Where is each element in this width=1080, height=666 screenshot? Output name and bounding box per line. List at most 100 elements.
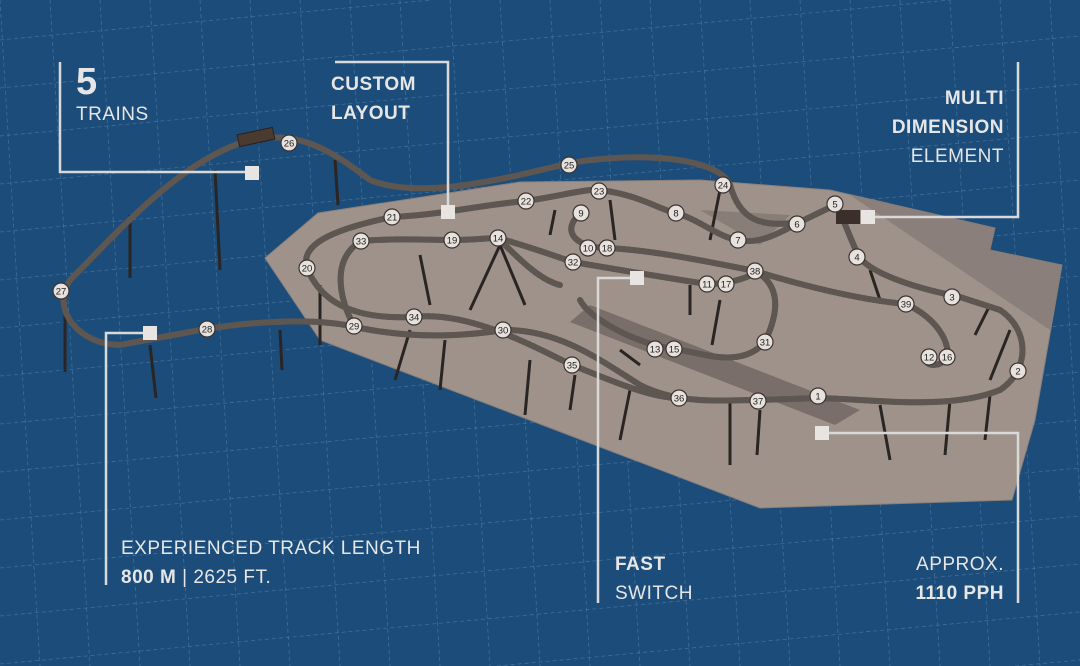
marker-10: 10 (579, 239, 597, 257)
marker-20: 20 (298, 259, 316, 277)
marker-23: 23 (590, 182, 608, 200)
support-column (943, 399, 952, 456)
marker-number: 31 (760, 338, 771, 349)
marker-9: 9 (572, 204, 590, 222)
marker-18: 18 (598, 239, 616, 257)
marker-number: 23 (594, 187, 605, 198)
layout-line1: CUSTOM (331, 74, 416, 95)
support-column (710, 299, 722, 346)
marker-16: 16 (938, 348, 956, 366)
marker-number: 35 (567, 361, 578, 372)
grid-line (0, 35, 1080, 137)
support-column (618, 389, 632, 441)
marker-number: 7 (735, 236, 740, 247)
support-column (608, 199, 617, 241)
marker-24: 24 (714, 176, 732, 194)
marker-number: 11 (702, 280, 712, 291)
marker-number: 19 (447, 236, 458, 247)
grid-line (299, 0, 341, 666)
station-markers: 1234567891011121314151617181920212223242… (52, 134, 1027, 410)
grid-line (0, 0, 951, 89)
marker-28: 28 (198, 320, 216, 338)
grid-line (599, 0, 641, 666)
marker-number: 24 (718, 181, 729, 192)
grid-line (549, 0, 591, 666)
grid-line (699, 0, 741, 666)
station-pit (570, 305, 860, 425)
track-length-value: 800 M | 2625 FT. (121, 563, 271, 592)
callout-square (815, 426, 829, 440)
marker-number: 14 (493, 234, 504, 245)
marker-number: 5 (832, 200, 837, 211)
callout-square (143, 326, 157, 340)
marker-number: 22 (521, 197, 532, 208)
support-column (755, 409, 762, 456)
marker-2: 2 (1009, 362, 1027, 380)
marker-number: 26 (284, 139, 295, 150)
track-length-metric: 800 M (121, 567, 177, 588)
marker-29: 29 (345, 317, 363, 335)
element-line3: ELEMENT (910, 146, 1004, 167)
grid-line (799, 0, 841, 666)
marker-number: 33 (356, 237, 367, 248)
trains-count: 5 (76, 61, 98, 103)
track-length-separator: | (176, 567, 194, 588)
marker-5: 5 (826, 195, 844, 213)
marker-3: 3 (943, 288, 961, 306)
callout-square (441, 205, 455, 219)
grid-line (349, 0, 391, 666)
marker-number: 28 (202, 325, 213, 336)
marker-number: 8 (673, 209, 678, 220)
leader-lines (58, 60, 1020, 603)
marker-11: 11 (698, 275, 716, 293)
grid-line (99, 0, 141, 666)
marker-number: 6 (794, 220, 799, 231)
marker-number: 32 (568, 258, 579, 269)
marker-number: 15 (669, 345, 680, 356)
support-column (278, 329, 284, 371)
grid-line (0, 83, 1080, 185)
marker-15: 15 (665, 340, 683, 358)
grid-line (399, 0, 441, 666)
capacity-line1: APPROX. (916, 554, 1004, 575)
marker-number: 20 (302, 264, 313, 275)
element-line1: MULTI (944, 88, 1004, 109)
grid-line (199, 0, 241, 666)
marker-12: 12 (920, 348, 938, 366)
support-column (868, 269, 882, 301)
support-column (619, 348, 641, 367)
grid-line (0, 563, 1080, 665)
marker-19: 19 (443, 231, 461, 249)
marker-14: 14 (489, 229, 507, 247)
support-column (548, 209, 557, 236)
marker-number: 37 (753, 397, 764, 408)
marker-number: 17 (721, 280, 732, 291)
marker-number: 39 (901, 300, 912, 311)
grid-line (149, 0, 191, 666)
marker-number: 27 (56, 287, 67, 298)
marker-number: 25 (564, 161, 575, 172)
grid-line (999, 0, 1041, 666)
switch-line1: FAST (615, 554, 666, 575)
support-column (213, 169, 222, 271)
marker-4: 4 (848, 248, 866, 266)
support-column (498, 244, 527, 306)
grid-line (499, 0, 541, 666)
support-column (418, 254, 432, 306)
train (236, 126, 860, 224)
grid-line (1015, 659, 1080, 666)
marker-26: 26 (280, 134, 298, 152)
callout-square (245, 166, 259, 180)
marker-31: 31 (756, 333, 774, 351)
marker-number: 4 (854, 253, 859, 264)
grid-line (749, 0, 791, 666)
grid-line (649, 0, 691, 666)
marker-number: 2 (1015, 367, 1020, 378)
marker-21: 21 (383, 208, 401, 226)
element-line2: DIMENSION (891, 117, 1004, 138)
marker-7: 7 (729, 231, 747, 249)
switch-line2: SWITCH (615, 583, 693, 604)
marker-number: 13 (650, 345, 661, 356)
